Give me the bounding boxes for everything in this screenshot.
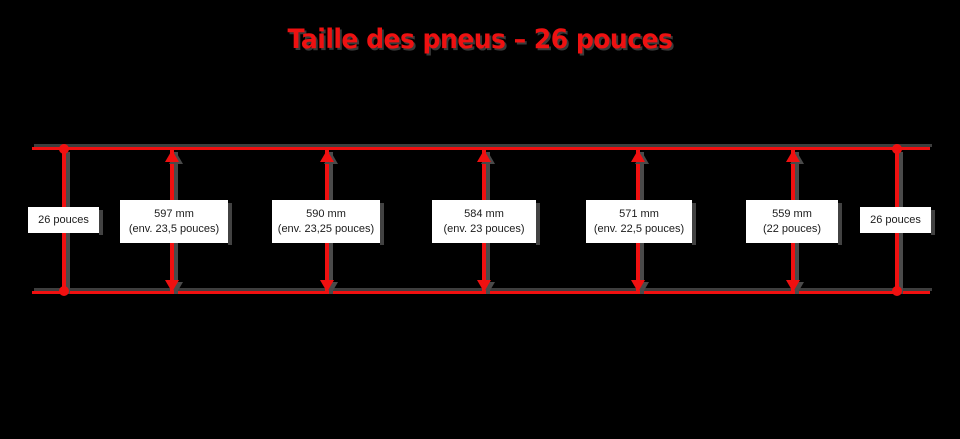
measure-2-arrow-up-icon <box>320 150 334 162</box>
measure-3-mm: 584 mm <box>464 207 504 220</box>
measure-2-label-shadow <box>380 203 384 245</box>
left-outer-top-dot <box>59 144 69 154</box>
measure-4-arrow-down-icon <box>631 280 645 292</box>
measure-2-label: 590 mm (env. 23,25 pouces) <box>272 200 380 243</box>
left-outer-label-shadow <box>99 210 103 235</box>
left-outer-dimension-text: 26 pouces <box>38 213 89 226</box>
measure-4-inches: (env. 22,5 pouces) <box>593 222 685 235</box>
measure-3-inches: (env. 23 pouces) <box>443 222 525 235</box>
left-outer-dimension-label: 26 pouces <box>28 207 99 233</box>
right-outer-dimension-text: 26 pouces <box>870 213 921 226</box>
measure-2-arrow-down-icon <box>320 280 334 292</box>
measure-1-arrow-up-icon <box>165 150 179 162</box>
measure-5-arrow-up-icon <box>786 150 800 162</box>
right-outer-label-shadow <box>931 210 935 235</box>
right-outer-dimension-label: 26 pouces <box>860 207 931 233</box>
measure-2-inches: (env. 23,25 pouces) <box>277 222 375 235</box>
top-rail-shadow <box>34 144 932 147</box>
measure-4-label: 571 mm (env. 22,5 pouces) <box>586 200 692 243</box>
right-outer-top-dot <box>892 144 902 154</box>
measure-5-label: 559 mm (22 pouces) <box>746 200 838 243</box>
measure-1-arrow-down-icon <box>165 280 179 292</box>
measure-3-arrow-down-icon <box>477 280 491 292</box>
page-title: Taille des pneus – 26 pouces <box>287 24 673 55</box>
measure-4-mm: 571 mm <box>619 207 659 220</box>
measure-3-label: 584 mm (env. 23 pouces) <box>432 200 536 243</box>
measure-1-label-shadow <box>228 203 232 245</box>
measure-2-mm: 590 mm <box>306 207 346 220</box>
measure-5-inches: (22 pouces) <box>762 222 822 235</box>
measure-5-arrow-down-icon <box>786 280 800 292</box>
measure-1-inches: (env. 23,5 pouces) <box>128 222 220 235</box>
measure-4-arrow-up-icon <box>631 150 645 162</box>
measure-4-label-shadow <box>692 203 696 245</box>
top-rail <box>32 147 930 150</box>
right-outer-bottom-dot <box>892 286 902 296</box>
measure-1-mm: 597 mm <box>154 207 194 220</box>
measure-3-label-shadow <box>536 203 540 245</box>
measure-5-mm: 559 mm <box>772 207 812 220</box>
measure-3-arrow-up-icon <box>477 150 491 162</box>
measure-5-label-shadow <box>838 203 842 245</box>
left-outer-bottom-dot <box>59 286 69 296</box>
measure-1-label: 597 mm (env. 23,5 pouces) <box>120 200 228 243</box>
